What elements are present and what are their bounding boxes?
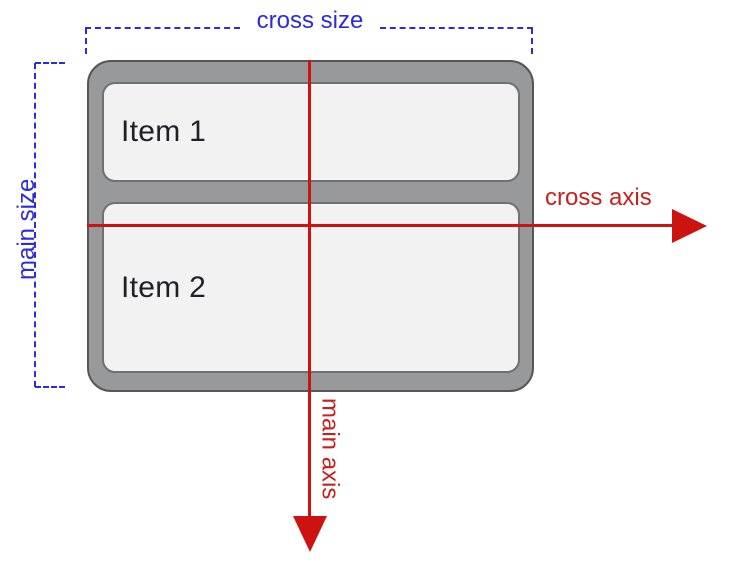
cross-size-bracket-line-right (380, 27, 533, 29)
cross-axis-line (87, 224, 673, 227)
main-size-bracket-line (34, 63, 36, 387)
flex-item-2: Item 2 (102, 202, 520, 373)
flex-item-1-label: Item 1 (121, 115, 207, 148)
main-axis-arrowhead-icon (293, 516, 327, 552)
main-axis-label: main axis (316, 398, 344, 500)
cross-size-bracket-tick-right (531, 28, 533, 54)
flex-item-2-label: Item 2 (121, 270, 207, 304)
cross-axis-arrowhead-icon (672, 209, 707, 243)
main-axis-line (308, 60, 311, 518)
cross-size-bracket-line-left (85, 27, 240, 29)
cross-axis-label: cross axis (545, 184, 652, 211)
main-size-bracket-tick-top (35, 62, 65, 64)
main-size-label: main size (12, 178, 40, 280)
main-size-bracket-tick-bottom (35, 386, 65, 388)
cross-size-label: cross size (256, 7, 364, 34)
flex-item-1: Item 1 (102, 82, 520, 182)
cross-size-bracket-tick-left (85, 28, 87, 54)
